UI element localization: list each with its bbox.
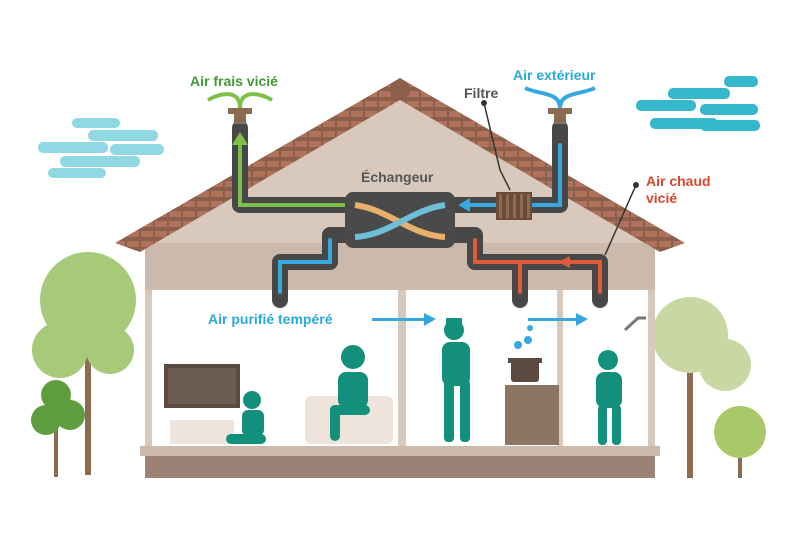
shower-head-icon <box>623 316 646 332</box>
room-arrows <box>372 313 588 326</box>
tree-right <box>652 297 766 478</box>
blue-intake-arrows <box>524 86 596 109</box>
label-air-frais-vicie: Air frais vicié <box>190 73 278 89</box>
cloud-left <box>38 118 164 178</box>
filtre-pointer <box>483 102 511 191</box>
roof-left <box>115 78 400 252</box>
green-exhaust-arrows <box>207 92 273 109</box>
tv-icon <box>164 364 240 444</box>
label-air-chaud-line1: Air chaud <box>646 173 711 189</box>
label-filtre: Filtre <box>464 85 499 101</box>
pot-icon <box>508 358 542 382</box>
sofa-icon <box>305 396 393 444</box>
label-echangeur: Échangeur <box>361 169 434 185</box>
vent-cap-right <box>548 108 572 124</box>
exchanger-icon <box>345 192 455 248</box>
person-child <box>226 391 266 444</box>
label-air-chaud-line2: vicié <box>646 190 678 206</box>
filter-icon <box>496 192 532 220</box>
red-left-arrow <box>558 256 570 268</box>
person-chef <box>442 318 470 442</box>
roof-right <box>400 78 685 252</box>
label-air-exterieur: Air extérieur <box>513 67 596 83</box>
green-up-arrow <box>232 132 248 145</box>
blue-left-arrow <box>458 198 470 212</box>
label-air-purifie-tempere: Air purifié tempéré <box>208 311 333 327</box>
steam-icon <box>514 325 533 349</box>
air-chaud-pointer <box>604 184 637 256</box>
tree-left <box>31 252 136 477</box>
kitchen-counter <box>505 385 559 445</box>
cloud-right <box>636 76 760 131</box>
person-adult-sofa <box>330 345 370 441</box>
vent-cap-left <box>228 108 252 124</box>
airflow-green <box>238 138 347 207</box>
person-shower <box>596 350 622 445</box>
